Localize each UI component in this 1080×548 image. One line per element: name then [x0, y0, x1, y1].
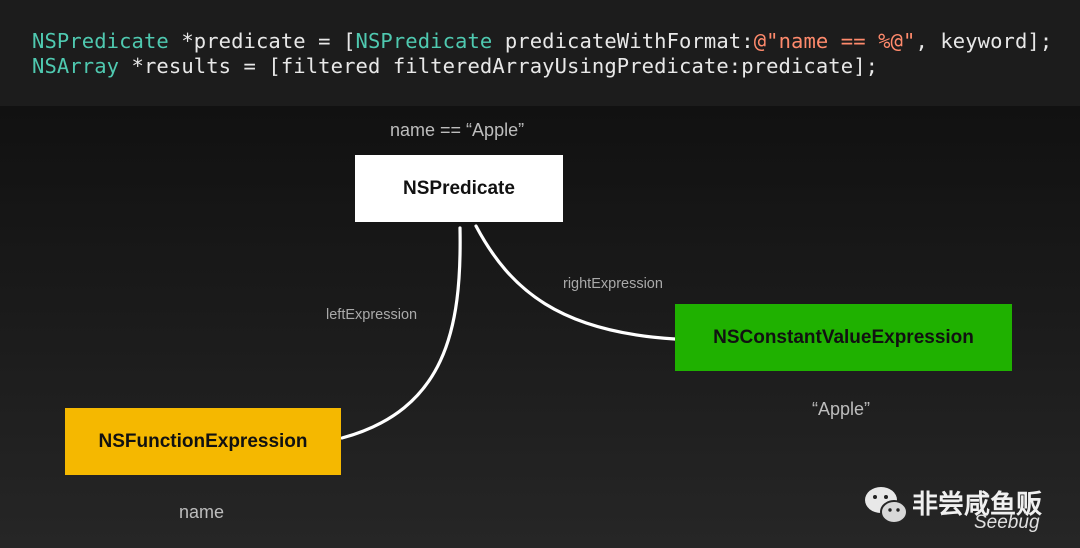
code-panel: NSPredicate *predicate = [NSPredicate pr…: [0, 0, 1080, 106]
watermark: 非尝咸鱼贩 Seebug: [862, 482, 1062, 544]
left-edge: [340, 226, 462, 440]
right-value-label: “Apple”: [812, 399, 871, 419]
right-edge: [474, 224, 677, 341]
left-edge-label: leftExpression: [326, 307, 418, 323]
watermark-text: 非尝咸鱼贩: [912, 490, 1043, 520]
wechat-icon: [865, 487, 908, 524]
constant-value-expression-node: NSConstantValueExpression: [675, 304, 1012, 371]
left-value-label: name: [179, 502, 225, 522]
code-token: NSArray: [32, 54, 120, 78]
node-label: NSPredicate: [403, 177, 515, 199]
code-token: NSPredicate: [32, 29, 169, 53]
function-expression-node: NSFunctionExpression: [65, 408, 341, 475]
code-line-2: NSArray *results = [filtered filteredArr…: [32, 54, 878, 78]
nspredicate-node: NSPredicate: [355, 155, 563, 222]
code-token: NSPredicate: [355, 29, 493, 53]
node-label: NSConstantValueExpression: [713, 326, 974, 348]
code-line-1: NSPredicate *predicate = [NSPredicate pr…: [32, 29, 1052, 53]
root-caption: name == “Apple”: [390, 120, 525, 140]
code-token: @"name == %@": [753, 29, 916, 53]
watermark-sub: Seebug: [974, 512, 1040, 533]
code-token: , keyword];: [915, 29, 1053, 53]
node-label: NSFunctionExpression: [98, 430, 308, 452]
code-token: predicateWithFormat:: [492, 29, 754, 53]
code-token: *predicate = [: [168, 29, 356, 53]
right-edge-label: rightExpression: [563, 276, 663, 292]
code-token: *results = [filtered filteredArrayUsingP…: [119, 54, 879, 78]
